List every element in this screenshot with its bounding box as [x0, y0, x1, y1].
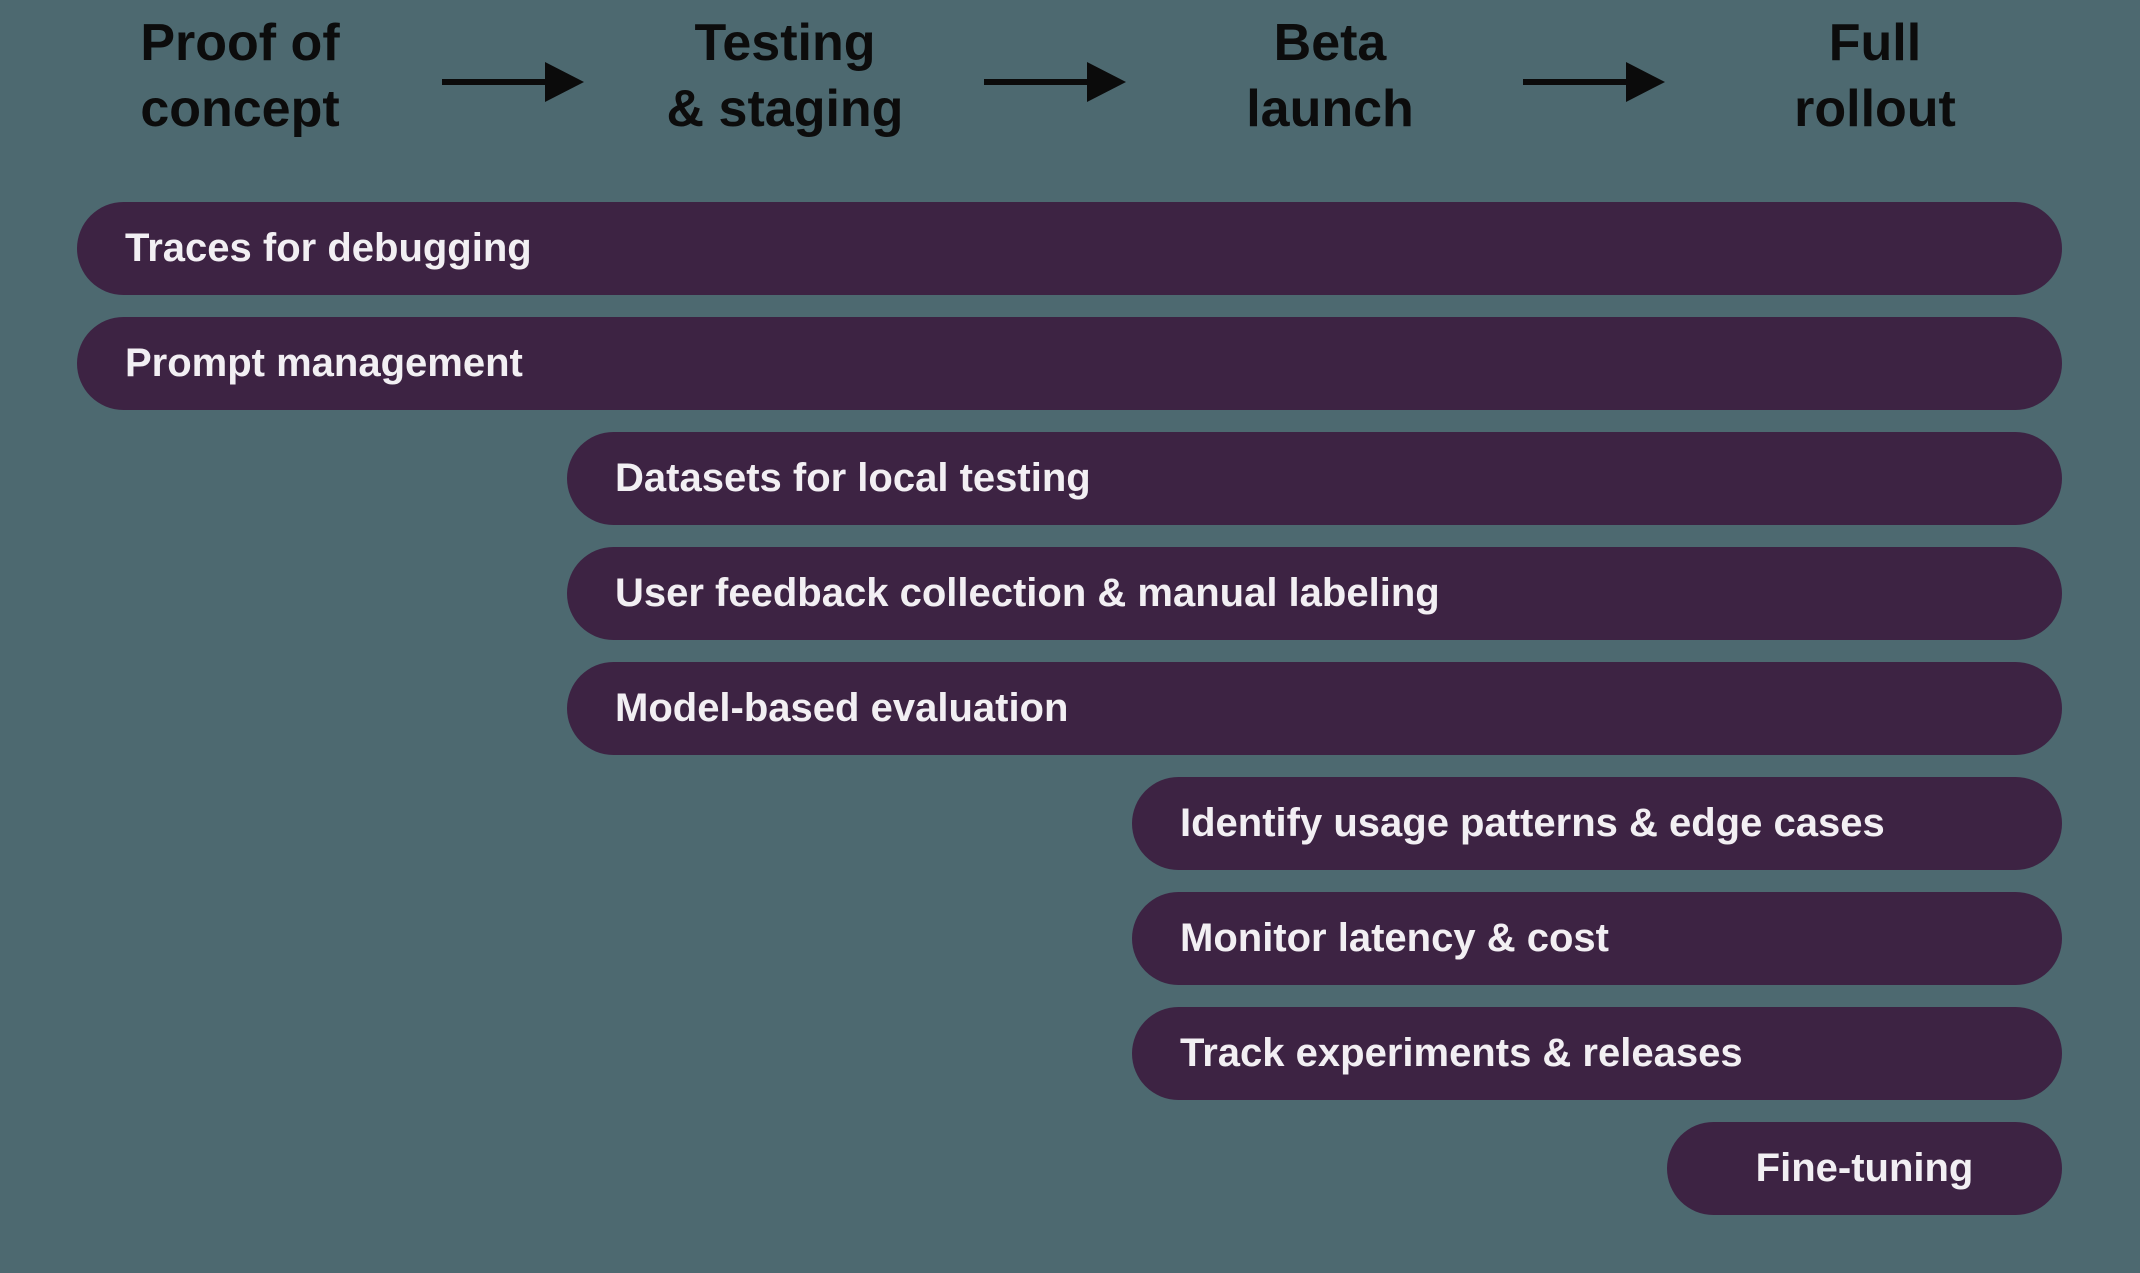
phase-label-line: launch	[1246, 80, 1414, 139]
bar-label: Model-based evaluation	[615, 686, 1069, 730]
phase-label-line: Proof of	[140, 14, 340, 72]
arrow-right-icon	[984, 62, 1126, 102]
arrow-right-icon	[442, 62, 584, 102]
bar-label: Identify usage patterns & edge cases	[1180, 801, 1885, 845]
phase-header-proof-of-concept: Proof of concept	[60, 10, 420, 142]
bar-traces-for-debugging: Traces for debugging	[77, 202, 2062, 295]
bar-label: Track experiments & releases	[1180, 1031, 1743, 1075]
bar-label: Fine-tuning	[1755, 1146, 1974, 1190]
phase-header-full-rollout: Full rollout	[1695, 10, 2055, 142]
phase-label-line: Full	[1828, 14, 1922, 72]
phase-header-beta-launch: Beta launch	[1150, 10, 1510, 142]
bar-identify-usage-patterns: Identify usage patterns & edge cases	[1132, 777, 2062, 870]
phase-header-testing-staging: Testing & staging	[605, 10, 965, 142]
bar-track-experiments-releases: Track experiments & releases	[1132, 1007, 2062, 1100]
bar-fine-tuning: Fine-tuning	[1667, 1122, 2062, 1215]
bar-label: Prompt management	[125, 341, 523, 385]
bar-label: Datasets for local testing	[615, 456, 1091, 500]
bar-label: User feedback collection & manual labeli…	[615, 571, 1440, 615]
phase-label-line: rollout	[1794, 80, 1956, 139]
bar-label: Monitor latency & cost	[1180, 916, 1609, 960]
bar-user-feedback-collection: User feedback collection & manual labeli…	[567, 547, 2062, 640]
bar-monitor-latency-cost: Monitor latency & cost	[1132, 892, 2062, 985]
phase-label-line: Testing	[694, 14, 876, 72]
bar-datasets-for-local-testing: Datasets for local testing	[567, 432, 2062, 525]
arrow-right-icon	[1523, 62, 1665, 102]
phase-label-line: concept	[140, 80, 340, 139]
bar-prompt-management: Prompt management	[77, 317, 2062, 410]
bar-label: Traces for debugging	[125, 226, 532, 270]
phase-label-line: & staging	[666, 80, 904, 139]
bar-model-based-evaluation: Model-based evaluation	[567, 662, 2062, 755]
phase-label-line: Beta	[1273, 14, 1387, 72]
